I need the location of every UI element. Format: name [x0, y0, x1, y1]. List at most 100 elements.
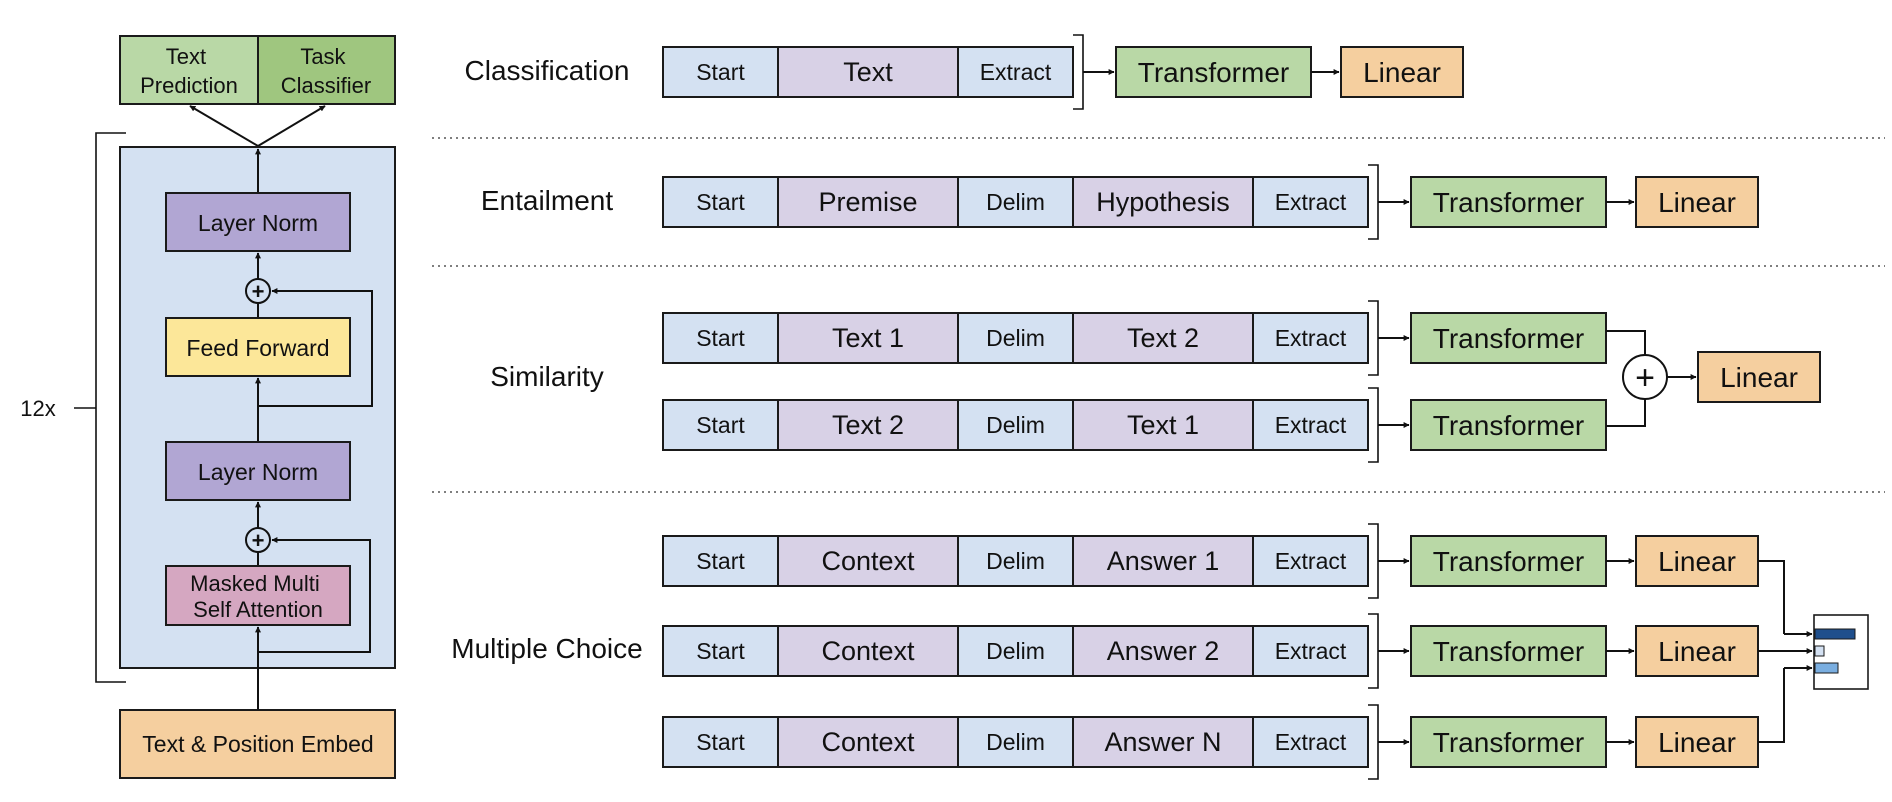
similarity-token-label: Text 2	[1127, 323, 1199, 353]
similarity-combine-bottom	[1606, 399, 1646, 427]
sequence-bracket	[1368, 387, 1379, 463]
layer-norm-top-label: Layer Norm	[198, 210, 318, 236]
task-classifier-label: Task Classifier	[281, 44, 371, 98]
entailment-token-box	[777, 176, 959, 228]
multiple-choice-transformer-box	[1410, 625, 1607, 677]
similarity-token-label: Text 1	[832, 323, 904, 353]
entailment-token-label: Extract	[1275, 189, 1347, 215]
multiple-choice-linear-box	[1635, 625, 1759, 677]
multiple-choice-linear-box	[1635, 716, 1759, 768]
multiple-choice-linear-label: Linear	[1658, 546, 1736, 577]
classification-token-box	[957, 46, 1074, 98]
similarity-token-box	[777, 399, 959, 451]
architecture-panel: Text Prediction Task Classifier 12x Laye…	[20, 35, 396, 779]
similarity-token-box	[1252, 312, 1369, 364]
similarity-transformer-box	[1410, 399, 1607, 451]
feed-forward-box	[165, 317, 351, 377]
multiple-choice-token-label: Delim	[986, 729, 1045, 755]
multiple-choice-token-box	[662, 716, 779, 768]
classification-token-box	[777, 46, 959, 98]
multiple-choice-token-box	[1252, 535, 1369, 587]
multiple-choice-token-label: Delim	[986, 548, 1045, 574]
entailment-label: Entailment	[481, 185, 614, 216]
entailment-token-label: Hypothesis	[1096, 187, 1230, 217]
embed-box	[119, 709, 396, 779]
multiple-choice-transformer-box	[1410, 716, 1607, 768]
classification-token-label: Extract	[980, 59, 1052, 85]
layer-norm-bottom-label: Layer Norm	[198, 459, 318, 485]
mc-connector-1	[1758, 560, 1785, 634]
similarity-token-label: Delim	[986, 412, 1045, 438]
sequence-bracket	[1073, 34, 1084, 110]
multiple-choice-token-label: Start	[696, 638, 745, 664]
classification-token-label: Start	[696, 59, 745, 85]
multiple-choice-transformer-box	[1410, 535, 1607, 587]
multiple-choice-token-label: Context	[821, 546, 915, 576]
entailment-transformer-label: Transformer	[1433, 187, 1584, 218]
multiple-choice-token-label: Answer N	[1104, 727, 1221, 757]
entailment-token-label: Premise	[818, 187, 917, 217]
similarity-transformer-box	[1410, 312, 1607, 364]
multiple-choice-token-label: Answer 2	[1107, 636, 1220, 666]
multiple-choice-transformer-label: Transformer	[1433, 636, 1584, 667]
similarity-label: Similarity	[490, 361, 604, 392]
entailment-transformer-box	[1410, 176, 1607, 228]
multiple-choice-token-label: Extract	[1275, 638, 1347, 664]
classification-transformer-label: Transformer	[1138, 57, 1289, 88]
sequence-bracket	[1368, 164, 1379, 240]
softmax-bar	[1814, 662, 1839, 674]
multiple-choice-token-box	[1072, 625, 1254, 677]
similarity-combine-top	[1606, 330, 1646, 355]
embed-label: Text & Position Embed	[142, 731, 373, 757]
multiple-choice-transformer-label: Transformer	[1433, 546, 1584, 577]
sequence-bracket	[1368, 613, 1379, 689]
residual-add-bottom-symbol: +	[252, 528, 265, 553]
arrow-to-text-prediction	[189, 105, 259, 147]
text-prediction-label: Text Prediction	[140, 44, 238, 98]
entailment-linear-box	[1635, 176, 1759, 228]
multiple-choice-token-label: Start	[696, 729, 745, 755]
multiple-choice-token-box	[1072, 716, 1254, 768]
similarity-transformer-label: Transformer	[1433, 323, 1584, 354]
similarity-token-box	[777, 312, 959, 364]
similarity-linear-box	[1697, 351, 1821, 403]
multiple-choice-token-label: Context	[821, 727, 915, 757]
similarity-token-box	[662, 312, 779, 364]
classification-transformer-box	[1115, 46, 1312, 98]
multiple-choice-token-box	[662, 625, 779, 677]
similarity-token-label: Text 1	[1127, 410, 1199, 440]
entailment-token-box	[1072, 176, 1254, 228]
similarity-linear-label: Linear	[1720, 362, 1798, 393]
multiple-choice-token-box	[1252, 625, 1369, 677]
multiple-choice-token-box	[957, 716, 1074, 768]
mc-connector-3	[1758, 668, 1785, 743]
entailment-token-box	[662, 176, 779, 228]
multiple-choice-label: Multiple Choice	[451, 633, 642, 664]
similarity-token-label: Extract	[1275, 325, 1347, 351]
similarity-transformer-label: Transformer	[1433, 410, 1584, 441]
entailment-token-label: Delim	[986, 189, 1045, 215]
multiple-choice-transformer-label: Transformer	[1433, 727, 1584, 758]
multiple-choice-token-box	[662, 535, 779, 587]
multiple-choice-token-label: Context	[821, 636, 915, 666]
multiple-choice-token-box	[1252, 716, 1369, 768]
self-attention-box	[165, 565, 351, 626]
layer-norm-top	[165, 192, 351, 252]
classification-token-label: Text	[843, 57, 893, 87]
entailment-token-box	[1252, 176, 1369, 228]
multiple-choice-token-label: Delim	[986, 638, 1045, 664]
sequence-bracket	[1368, 704, 1379, 780]
softmax-bar	[1814, 628, 1856, 640]
similarity-token-label: Extract	[1275, 412, 1347, 438]
repeat-label: 12x	[20, 396, 55, 421]
classification-linear-label: Linear	[1363, 57, 1441, 88]
self-attention-label: Masked Multi Self Attention	[190, 571, 326, 622]
entailment-token-box	[957, 176, 1074, 228]
multiple-choice-token-box	[957, 625, 1074, 677]
multiple-choice-token-box	[777, 625, 959, 677]
arrow-to-task-classifier	[257, 105, 326, 147]
similarity-add-symbol: +	[1635, 359, 1655, 397]
entailment-linear-label: Linear	[1658, 187, 1736, 218]
